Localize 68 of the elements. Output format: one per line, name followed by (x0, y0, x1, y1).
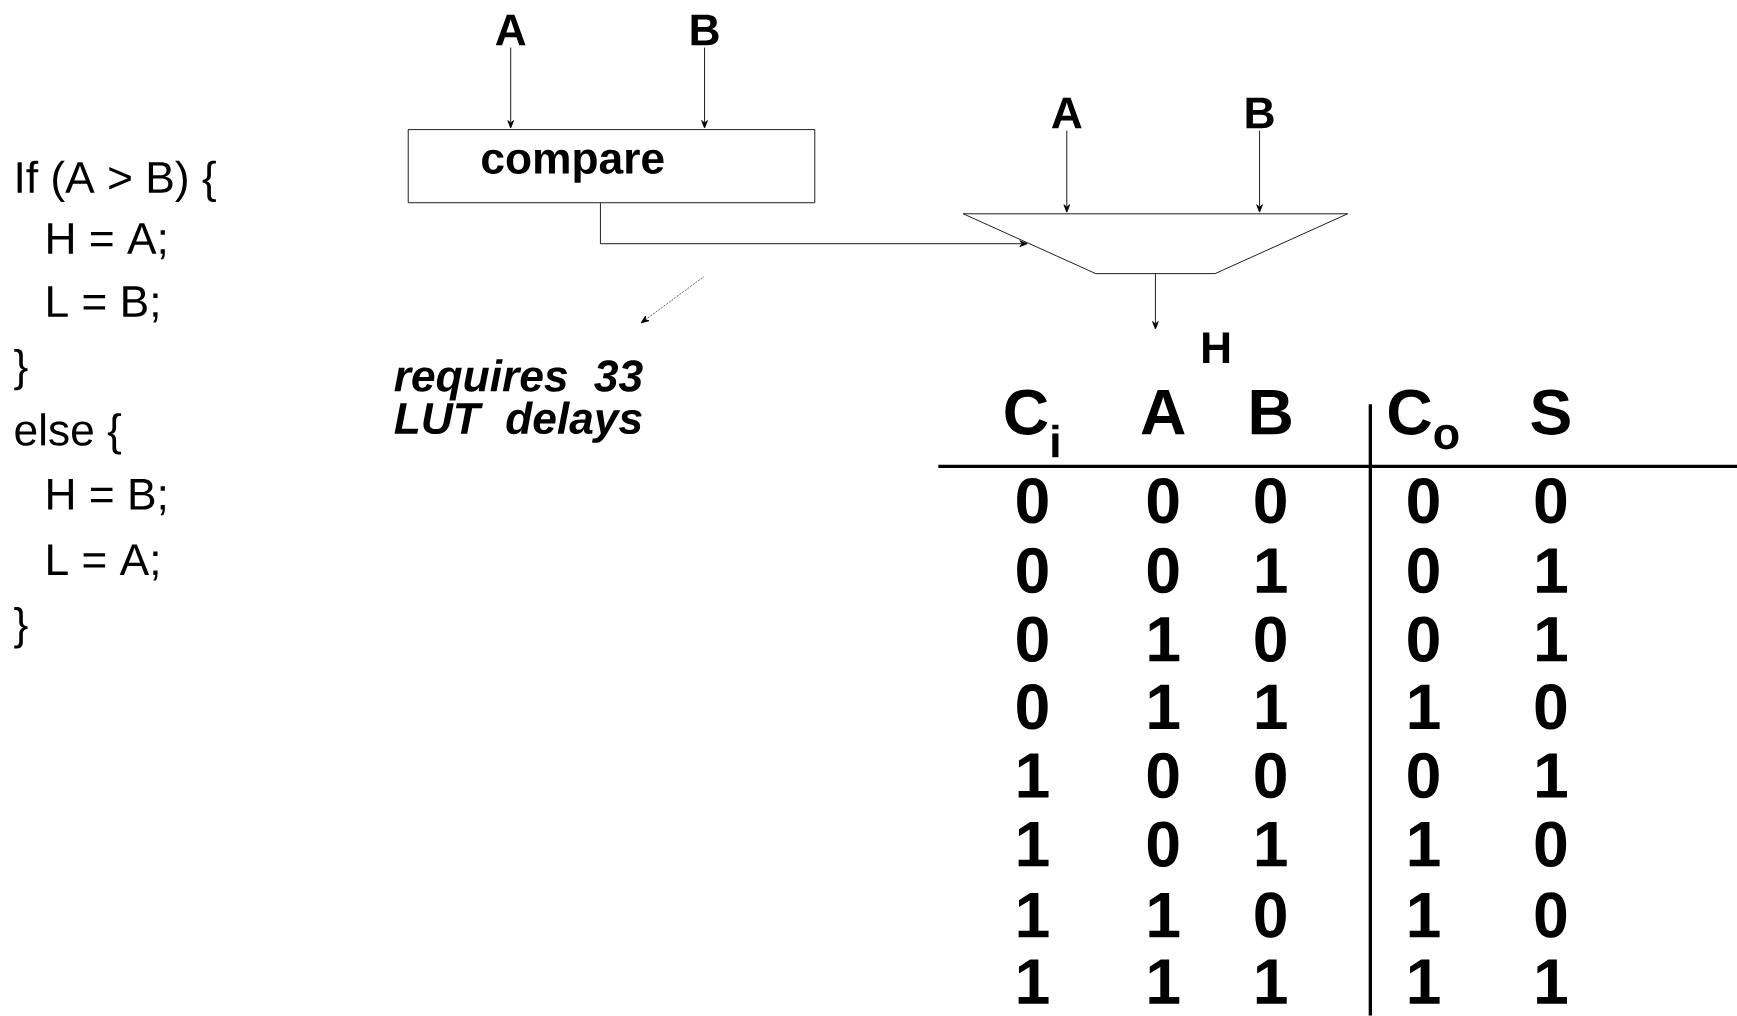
column-header: C$_{i}$ (1005, 389, 1059, 458)
table-cell: 1 (1256, 684, 1287, 729)
compare-box: compare (407, 129, 816, 204)
arrow (1063, 130, 1071, 213)
table-cell: 1 (1149, 893, 1180, 938)
arrow (1152, 273, 1159, 330)
table-cell: 1 (1018, 822, 1049, 867)
table-cell: 0 (1255, 892, 1286, 938)
code-line: else { (15, 413, 122, 455)
code-line: H = A; (48, 223, 165, 260)
table-cell: 0 (1255, 752, 1286, 799)
table-cell: 0 (1535, 892, 1567, 938)
table-cell: 0 (1017, 684, 1048, 730)
signal-label: H (1203, 332, 1230, 364)
table-cell: 0 (1535, 478, 1567, 524)
table-cell: 0 (1255, 616, 1286, 663)
table-cell: 1 (1409, 822, 1440, 867)
table-cell: 1 (1149, 684, 1180, 729)
table-cell: 1 (1537, 959, 1567, 1004)
arrow (1256, 130, 1263, 213)
table-cell: 0 (1147, 547, 1179, 594)
table-cell: 1 (1256, 822, 1287, 867)
table-cell: 0 (1147, 752, 1179, 799)
table-cell: 0 (1408, 547, 1439, 594)
code-line: } (14, 349, 28, 391)
signal-label: B (691, 14, 719, 46)
arrow (701, 47, 708, 129)
column-header: B (1251, 390, 1291, 435)
column-header: A (1141, 390, 1185, 435)
table-cell: 1 (1149, 959, 1180, 1004)
table-cell: 1 (1256, 548, 1287, 593)
table-cell: 1 (1018, 893, 1049, 938)
table-cell: 1 (1409, 893, 1440, 938)
table-cell: 0 (1408, 752, 1439, 799)
table-cell: 0 (1147, 478, 1179, 524)
table-cell: 0 (1408, 478, 1439, 524)
table-cell: 1 (1018, 959, 1049, 1004)
table-cell: 0 (1017, 616, 1048, 663)
table-cell: 0 (1255, 478, 1286, 524)
table-cell: 0 (1017, 547, 1048, 594)
table-cell: 1 (1256, 959, 1287, 1004)
column-header: C$_{o}$ (1388, 389, 1459, 450)
signal-label: B (1246, 97, 1274, 129)
table-cell: 1 (1537, 753, 1567, 798)
table-cell: 0 (1147, 821, 1179, 867)
code-line: } (14, 607, 28, 649)
column-header: S (1531, 389, 1570, 435)
annotation-text: requires 33 LUT delays (394, 359, 643, 443)
arrow (640, 276, 704, 324)
signal-label: A (1051, 97, 1082, 129)
table-cell: 1 (1149, 617, 1180, 662)
signal-label: A (495, 14, 526, 46)
table-cell: 1 (1537, 617, 1567, 662)
arrow (599, 202, 1028, 248)
table-cell: 1 (1537, 548, 1567, 593)
table-cell: 0 (1017, 478, 1048, 524)
table-cell: 0 (1535, 821, 1567, 867)
code-line: H = B; (48, 479, 165, 516)
code-line: If (A > B) { (17, 160, 216, 202)
table-cell: 1 (1409, 959, 1440, 1004)
table-cell: 0 (1408, 616, 1439, 663)
arrow (507, 47, 514, 129)
code-line: L = A; (48, 544, 158, 581)
multiplexer-shape (962, 213, 1349, 275)
table-cell: 0 (1535, 684, 1567, 730)
table-cell: 1 (1409, 684, 1440, 729)
code-line: L = B; (48, 286, 158, 323)
table-cell: 1 (1018, 753, 1049, 798)
